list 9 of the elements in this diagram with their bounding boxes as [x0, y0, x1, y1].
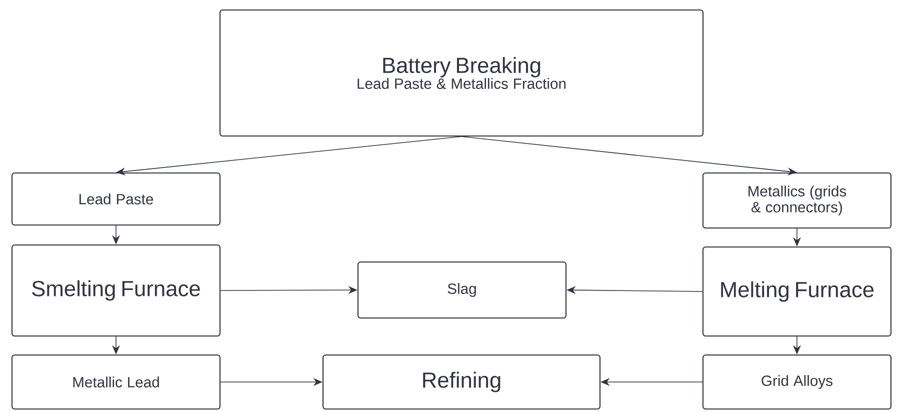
process-box: Slag	[357, 261, 567, 319]
process-box: Melting Furnace	[702, 246, 892, 337]
process-box: Metallics (grids & connectors)	[702, 172, 892, 229]
process-box: Refining	[322, 354, 601, 410]
process-box: Battery Breaking Lead Paste & Metallics Fraction	[219, 9, 704, 136]
process-box: Smelting Furnace	[11, 244, 221, 336]
process-box: Lead Paste	[11, 172, 221, 226]
process-box: Grid Alloys	[702, 354, 892, 410]
process-box: Metallic Lead	[11, 354, 221, 410]
